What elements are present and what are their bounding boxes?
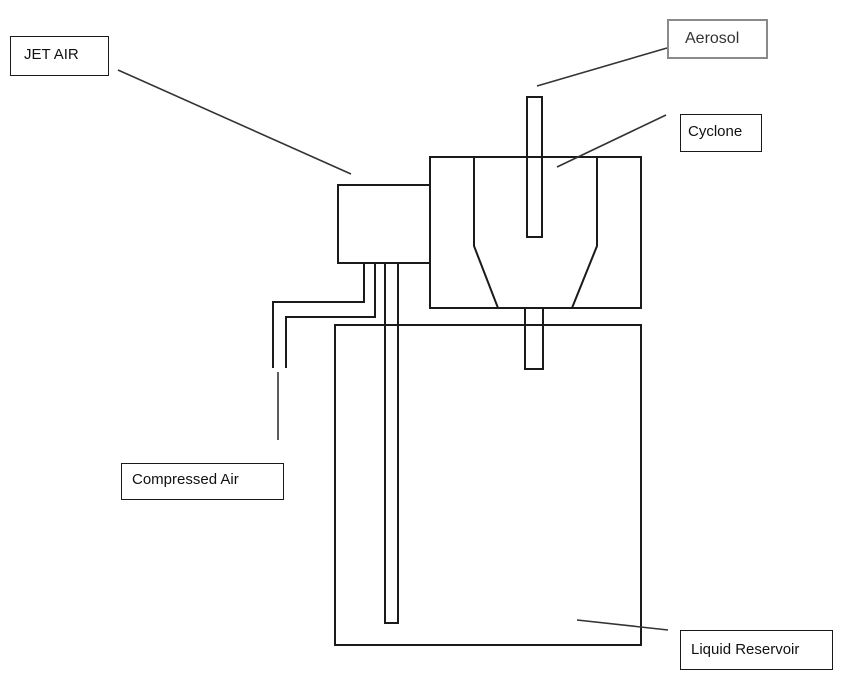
cyclone-leader-line	[556, 114, 667, 168]
jet-air-label-text: JET AIR	[24, 46, 79, 63]
aerosol-outlet-tube	[526, 96, 543, 238]
aerosol-leader-line	[536, 47, 668, 87]
cyclone-label: Cyclone	[680, 114, 762, 152]
liquid-reservoir-tank	[334, 324, 642, 646]
jet-air-block	[337, 184, 431, 264]
liquid-suction-tube	[384, 262, 399, 624]
cyclone-drain-tube	[524, 307, 544, 370]
liquid-reservoir-label-text: Liquid Reservoir	[691, 641, 800, 658]
compressed-air-label: Compressed Air	[121, 463, 284, 500]
compressed-air-line-outer	[272, 263, 365, 368]
aerosol-label-text: Aerosol	[685, 30, 740, 47]
compressed-air-label-text: Compressed Air	[132, 471, 239, 488]
liquid-reservoir-label: Liquid Reservoir	[680, 630, 833, 670]
cyclone-label-text: Cyclone	[688, 123, 743, 140]
aerosol-label: Aerosol	[667, 19, 768, 59]
cyclone-housing	[429, 156, 642, 309]
compressed-air-line-inner	[285, 263, 376, 368]
liquid-reservoir-leader-line	[576, 619, 669, 631]
jet-air-leader-line	[117, 69, 352, 175]
jet-air-label: JET AIR	[10, 36, 109, 76]
cyclone-funnel	[473, 157, 598, 309]
